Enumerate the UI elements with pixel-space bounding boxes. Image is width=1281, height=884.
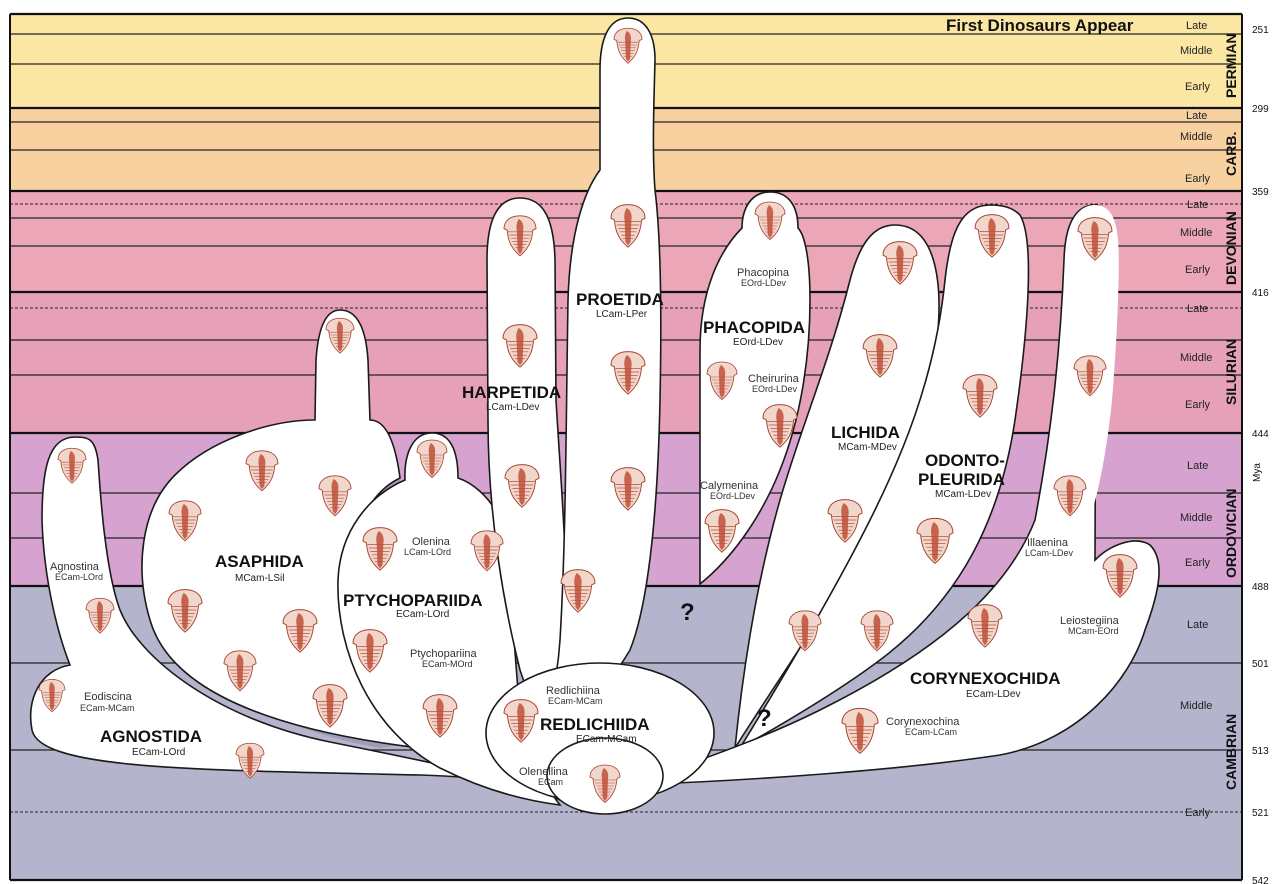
order-redlichiida-range: ECam-MCam [576,734,637,745]
order-lichida: LICHIDA [831,423,900,442]
suborder-leiostegiina-range: MCam-EOrd [1068,626,1119,636]
order-proetida-range: LCam-LPer [596,309,648,320]
order-odontopleurida-line2: PLEURIDA [918,470,1005,489]
epoch-carb-late: Late [1186,110,1207,122]
age-501: 501 [1252,659,1269,670]
order-harpetida: HARPETIDA [462,383,561,402]
epoch-carb-early: Early [1185,173,1211,185]
suborder-eodiscina: Eodiscina [84,691,133,703]
epoch-permian-early: Early [1185,81,1211,93]
epoch-ordovician-late: Late [1187,460,1208,472]
epoch-devonian-middle: Middle [1180,227,1212,239]
suborder-agnostina-range: ECam-LOrd [55,572,103,582]
order-harpetida-range: LCam-LDev [486,402,539,413]
epoch-cambrian-middle: Middle [1180,700,1212,712]
order-ptychopariida: PTYCHOPARIIDA [343,591,482,610]
epoch-silurian-middle: Middle [1180,352,1212,364]
age-444: 444 [1252,429,1269,440]
order-agnostida: AGNOSTIDA [100,727,202,746]
order-phacopida-range: EOrd-LDev [733,337,783,348]
suborder-calymenina-range: EOrd-LDev [710,491,756,501]
order-proetida: PROETIDA [576,290,664,309]
suborder-illaenina-range: LCam-LDev [1025,548,1074,558]
order-corynexochida-range: ECam-LDev [966,689,1020,700]
age-488: 488 [1252,582,1269,593]
period-devonian: DEVONIAN [1223,211,1239,285]
order-asaphida-range: MCam-LSil [235,573,284,584]
age-416: 416 [1252,288,1269,299]
age-299: 299 [1252,104,1269,115]
epoch-carb-middle: Middle [1180,131,1212,143]
period-ordovician: ORDOVICIAN [1223,489,1239,578]
suborder-cheirurina-range: EOrd-LDev [752,384,798,394]
suborder-phacopina-range: EOrd-LDev [741,278,787,288]
age-542: 542 [1252,876,1269,884]
age-513: 513 [1252,746,1269,757]
age-axis: 251 299 359 416 444 488 501 513 521 542 … [1252,25,1269,884]
epoch-permian-middle: Middle [1180,45,1212,57]
epoch-silurian-early: Early [1185,399,1211,411]
suborder-olenellina-range: ECam [538,777,563,787]
epoch-silurian-late: Late [1187,303,1208,315]
epoch-devonian-late: Late [1187,199,1208,211]
headline-first-dinosaurs: First Dinosaurs Appear [946,16,1134,35]
epoch-ordovician-early: Early [1185,557,1211,569]
suborder-olenina-range: LCam-LOrd [404,547,451,557]
order-odontopleurida-range: MCam-LDev [935,489,991,500]
age-359: 359 [1252,187,1269,198]
epoch-cambrian-late: Late [1187,619,1208,631]
order-ptychopariida-range: ECam-LOrd [396,609,449,620]
suborder-redlichiina-range: ECam-MCam [548,696,603,706]
unknown-origin-mark-1: ? [680,599,695,626]
order-agnostida-range: ECam-LOrd [132,747,185,758]
period-permian: PERMIAN [1223,33,1239,98]
suborder-eodiscina-range: ECam-MCam [80,703,135,713]
suborder-ptychopariina-range: ECam-MOrd [422,659,473,669]
order-lichida-range: MCam-MDev [838,442,897,453]
axis-unit-mya: Mya [1252,463,1263,482]
period-silurian: SILURIAN [1223,339,1239,405]
order-corynexochida: CORYNEXOCHIDA [910,669,1061,688]
age-521: 521 [1252,808,1269,819]
order-asaphida: ASAPHIDA [215,552,304,571]
unknown-origin-mark-2: ? [757,705,772,732]
suborder-corynexochina-range: ECam-LCam [905,727,957,737]
period-cambrian: CAMBRIAN [1223,714,1239,790]
epoch-ordovician-middle: Middle [1180,512,1212,524]
age-251: 251 [1252,25,1269,36]
order-redlichiida: REDLICHIIDA [540,715,650,734]
order-odontopleurida-line1: ODONTO- [925,451,1005,470]
epoch-devonian-early: Early [1185,264,1211,276]
period-carb: CARB. [1223,132,1239,176]
epoch-cambrian-early: Early [1185,807,1211,819]
epoch-permian-late: Late [1186,20,1207,32]
order-phacopida: PHACOPIDA [703,318,805,337]
